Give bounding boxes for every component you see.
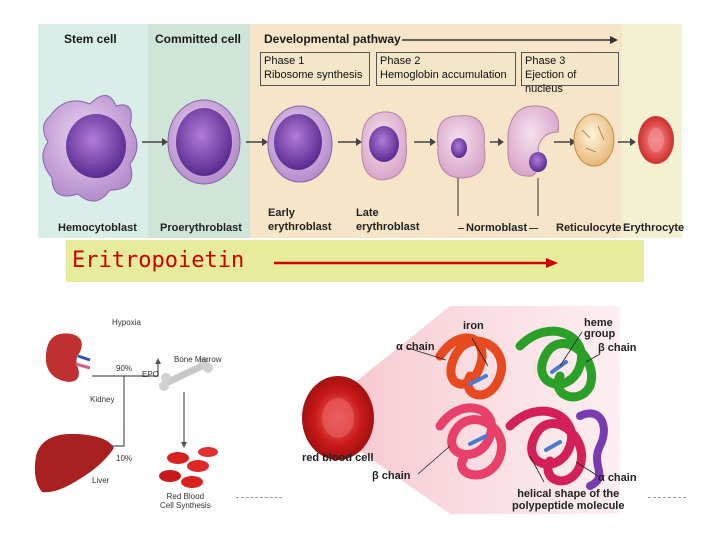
normoblast-label: Normoblast: [464, 222, 530, 234]
phase-1-box: Phase 1 Ribosome synthesis: [260, 52, 370, 86]
late-line-2: erythroblast: [356, 221, 420, 233]
helical-line-2: polypeptide molecule: [512, 500, 625, 512]
hemocytoblast-label: Hemocytoblast: [58, 222, 137, 234]
epo-label: EPO: [142, 370, 159, 379]
developmental-pathway-header: Developmental pathway: [264, 32, 401, 46]
dashed-divider-left: [236, 497, 282, 498]
beta-chain-right-label: β chain: [598, 342, 637, 354]
epo-banner-label: Eritropoietin: [72, 248, 245, 273]
committed-cell-header: Committed cell: [155, 32, 242, 46]
epo-arrow: [274, 258, 558, 268]
late-line-1: Late: [356, 207, 379, 219]
dashed-divider-right: [648, 497, 686, 498]
phase-2-box: Phase 2 Hemoglobin accumulation: [376, 52, 516, 86]
rbc-cluster-icon: [159, 447, 218, 488]
normoblast-cell: [436, 115, 486, 179]
helical-line-1: helical shape of the: [517, 488, 620, 500]
rbc-line-1: Red Blood: [166, 492, 205, 501]
liver-icon: [34, 433, 114, 493]
hemoglobin-diagram: [302, 306, 620, 514]
nucleus-ejection-cell: [507, 105, 560, 177]
percent-10-label: 10%: [116, 454, 133, 463]
kidney-label: Kidney: [90, 395, 115, 404]
epo-pathway-diagram: [34, 333, 218, 493]
proerythroblast-label: Proerythroblast: [160, 222, 242, 234]
bone-marrow-label: Bone Marrow: [174, 355, 222, 364]
heme-line-2: group: [584, 328, 616, 340]
hemoglobin-molecule: [435, 326, 608, 490]
erythrocyte-label: Erythrocyte: [623, 222, 685, 234]
reticulocyte-label: Reticulocyte: [556, 222, 622, 234]
heme-line-1: heme: [584, 317, 613, 329]
reticulocyte-cell: [573, 113, 615, 167]
rbc-synthesis-label: Red Blood Cell Synthesis: [160, 492, 211, 510]
proerythroblast-cell: [167, 99, 241, 185]
early-line-1: Early: [268, 207, 295, 219]
late-erythroblast-cell: [361, 111, 407, 181]
phase-3-title: Phase 3: [525, 55, 566, 67]
alpha-chain-left-label: α chain: [396, 341, 435, 353]
bone-icon: [159, 357, 213, 391]
stem-cell-header: Stem cell: [64, 32, 117, 46]
helical-shape-label: helical shape of the polypeptide molecul…: [512, 488, 624, 512]
phase-3-box: Phase 3 Ejection of nucleus: [521, 52, 619, 95]
hypoxia-label: Hypoxia: [112, 318, 141, 327]
early-erythroblast-cell: [267, 105, 333, 183]
percent-90-label: 90%: [116, 364, 133, 373]
pathway-arrow: [402, 36, 618, 44]
phase-1-desc: Ribosome synthesis: [264, 69, 363, 81]
phase-2-title: Phase 2: [380, 55, 421, 67]
red-blood-cell-label: red blood cell: [302, 452, 374, 464]
phase-3-desc: Ejection of nucleus: [525, 69, 577, 95]
iron-label: iron: [463, 320, 484, 332]
heme-group-label: heme group: [584, 318, 615, 340]
early-line-2: erythroblast: [268, 221, 332, 233]
phase-2-desc: Hemoglobin accumulation: [380, 69, 507, 81]
hemocytoblast-cell: [42, 95, 138, 202]
early-erythroblast-label: Early erythroblast: [268, 206, 332, 234]
erythrocyte-cell: [638, 116, 674, 164]
liver-label: Liver: [92, 476, 110, 485]
leader-lines: [407, 331, 601, 483]
kidney-icon: [45, 333, 91, 382]
late-erythroblast-label: Late erythroblast: [356, 206, 420, 234]
phase-1-title: Phase 1: [264, 55, 305, 67]
red-blood-cell-icon: [302, 376, 374, 460]
cell-sequence: [42, 95, 674, 216]
beta-chain-bottom-label: β chain: [372, 470, 411, 482]
alpha-chain-bottom-label: α chain: [598, 472, 637, 484]
rbc-line-2: Cell Synthesis: [160, 501, 211, 510]
